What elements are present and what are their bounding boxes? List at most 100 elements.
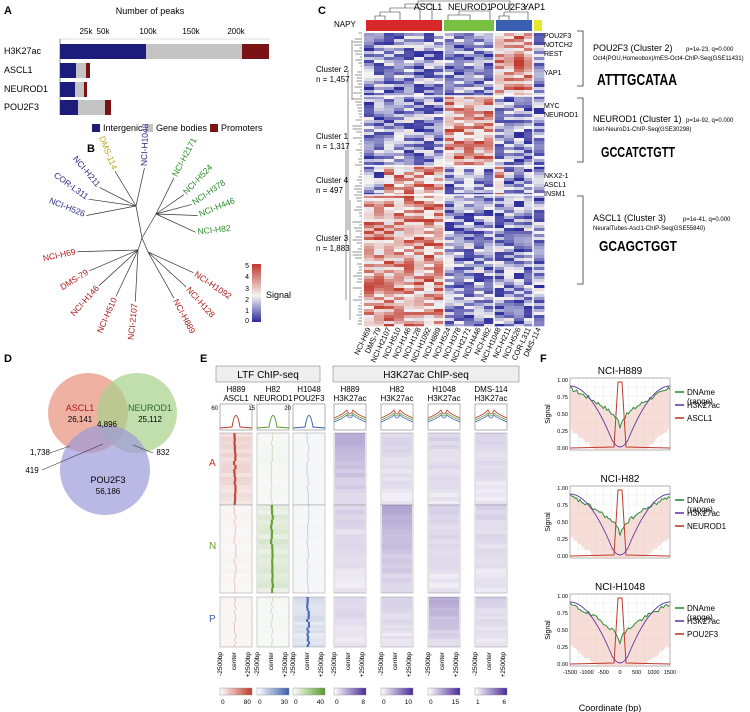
e-heat-fill [258, 616, 288, 619]
e-scale-max: 30 [281, 699, 289, 706]
heatmap-cell [524, 153, 535, 157]
heatmap-cell [474, 93, 485, 97]
heatmap-cell [464, 198, 475, 202]
heatmap-cell [394, 84, 405, 88]
heatmap-cell [474, 270, 485, 274]
cluster-name: Cluster 4 [316, 176, 349, 185]
heatmap-cell [434, 252, 445, 256]
heatmap-cell [524, 267, 535, 271]
heatmap-cell [474, 147, 485, 151]
heatmap-cell [364, 249, 375, 253]
heatmap-cell [444, 198, 455, 202]
heatmap-cell [424, 66, 435, 70]
venn-value-ascl1: 26,141 [68, 415, 93, 424]
e-heat-fill [258, 453, 288, 457]
heatmap-cell [494, 102, 505, 106]
heatmap-cell [474, 258, 485, 262]
heatmap-cell [514, 315, 525, 319]
heatmap-cell [534, 237, 545, 241]
venn-label-ascl1: ASCL1 [66, 403, 95, 413]
legend-swatch [92, 124, 100, 132]
heatmap-cell [494, 81, 505, 85]
scale-tick: 5 [245, 263, 249, 270]
gene-label: INSM1 [544, 191, 566, 198]
heatmap-cell [514, 72, 525, 76]
heatmap-cell [424, 54, 435, 58]
heatmap-cell [534, 258, 545, 262]
tree-branch [155, 204, 192, 215]
e-heat-fill [382, 437, 412, 441]
heatmap-cell [494, 321, 505, 325]
heatmap-cell [534, 78, 545, 82]
heatmap-cell [524, 45, 535, 49]
e-heat-fill [382, 539, 412, 545]
heatmap-cell [374, 126, 385, 130]
heatmap-cell [524, 138, 535, 142]
heatmap-cell [524, 279, 535, 283]
heatmap-cell [424, 184, 435, 188]
heatmap-cell [494, 219, 505, 223]
heatmap-cell [394, 297, 405, 301]
heatmap-cell [374, 153, 385, 157]
heatmap-cell [494, 141, 505, 145]
heatmap-cell [524, 309, 535, 313]
heatmap-cell [394, 102, 405, 106]
e-heat-block [256, 596, 290, 648]
heatmap-cell [524, 213, 535, 217]
heatmap-cell [504, 162, 515, 166]
heatmap-cell [494, 187, 505, 191]
heatmap-cell [384, 99, 395, 103]
e-scale-min: 0 [221, 699, 225, 706]
heatmap-cell [404, 111, 415, 115]
heatmap-cell [444, 84, 455, 88]
heatmap-cell [524, 303, 535, 307]
e-heat-fill [258, 605, 288, 608]
heatmap-cell [474, 273, 485, 277]
heatmap-cell [364, 288, 375, 292]
heatmap-cell [494, 178, 505, 182]
heatmap-cell [484, 291, 495, 295]
column-dendrogram [374, 0, 529, 20]
e-heat-fill [429, 608, 459, 611]
heatmap-cell [494, 78, 505, 82]
group-label: NEUROD1 [448, 2, 492, 12]
heatmap-cell [444, 153, 455, 157]
heatmap-cell [444, 150, 455, 154]
heatmap-cell [484, 126, 495, 130]
f-ylabel: Signal [545, 620, 552, 640]
e-heat-fill [429, 469, 459, 473]
heatmap-cell [394, 129, 405, 133]
e-heat-fill [258, 497, 288, 501]
e-heat-fill [335, 619, 365, 622]
e-xtick: center [439, 651, 446, 670]
e-heat-fill [221, 573, 251, 578]
heatmap-cell [434, 282, 445, 286]
e-profile-box [219, 403, 253, 431]
heatmap-cell [384, 276, 395, 280]
heatmap-cell [504, 213, 515, 217]
heatmap-cell [484, 99, 495, 103]
heatmap-cell [384, 48, 395, 52]
heatmap-cell [524, 159, 535, 163]
heatmap-cell [464, 249, 475, 253]
e-col-mark: H3K27ac [334, 394, 367, 403]
heatmap-cell [384, 282, 395, 286]
heatmap-cell [484, 51, 495, 55]
heatmap-cell [534, 216, 545, 220]
heatmap-cell [394, 66, 405, 70]
heatmap-cell [394, 48, 405, 52]
heatmap-cell [534, 117, 545, 121]
heatmap-cell [504, 147, 515, 151]
heatmap-cell [404, 45, 415, 49]
heatmap-cell [514, 69, 525, 73]
heatmap-cell [514, 318, 525, 322]
heatmap-cell [434, 159, 445, 163]
heatmap-cell [454, 36, 465, 40]
heatmap-cell [434, 276, 445, 280]
heatmap-cell [414, 252, 425, 256]
e-heat-fill [221, 493, 251, 497]
e-heat-fill [294, 544, 324, 549]
scale-tick: 0 [245, 318, 249, 325]
heatmap-cell [414, 169, 425, 173]
heatmap-cell [404, 222, 415, 226]
